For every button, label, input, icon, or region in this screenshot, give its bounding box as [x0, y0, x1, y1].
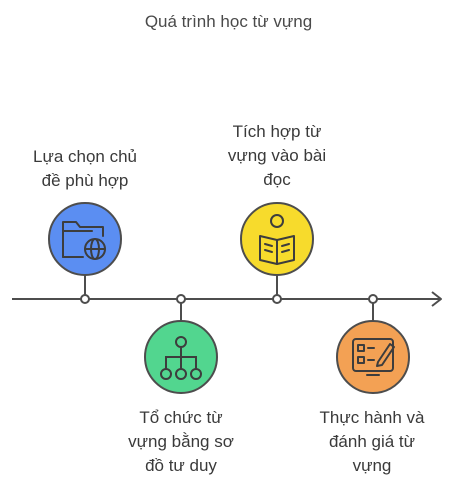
step-3-label-line-1: Tích hợp từ: [232, 122, 322, 141]
step-4-label-line-2: đánh giá từ: [328, 432, 416, 451]
step-2-label-line-2: vựng bằng sơ: [128, 432, 234, 451]
step-1-label-line-1: Lựa chọn chủ: [32, 147, 137, 166]
step-3-label-line-3: đọc: [263, 170, 291, 189]
timeline-arrowhead: [431, 291, 442, 307]
step-2-label-line-3: đồ tư duy: [145, 456, 217, 475]
hierarchy-icon: [160, 336, 202, 380]
step-2-label: Tổ chức từ vựng bằng sơ đồ tư duy: [101, 406, 261, 478]
step-1-label: Lựa chọn chủ đề phù hợp: [5, 145, 165, 193]
step-1-label-line-2: đề phù hợp: [41, 171, 129, 190]
node-dot-4: [368, 294, 378, 304]
step-4-circle: [336, 320, 410, 394]
step-4-label: Thực hành và đánh giá từ vựng: [290, 406, 454, 478]
step-4-label-line-3: vựng: [352, 456, 392, 475]
reading-person-icon: [259, 214, 295, 265]
node-dot-2: [176, 294, 186, 304]
node-dot-3: [272, 294, 282, 304]
step-4-label-line-1: Thực hành và: [319, 408, 425, 427]
diagram-title: Quá trình học từ vựng: [144, 12, 313, 31]
node-dot-1: [80, 294, 90, 304]
step-2-label-line-1: Tổ chức từ: [139, 408, 223, 427]
checklist-pen-icon: [352, 338, 395, 376]
step-1-circle: [48, 202, 122, 276]
step-3-label: Tích hợp từ vựng vào bài đọc: [197, 120, 357, 192]
step-3-label-line-2: vựng vào bài: [227, 146, 327, 165]
folder-globe-icon: [62, 221, 106, 260]
